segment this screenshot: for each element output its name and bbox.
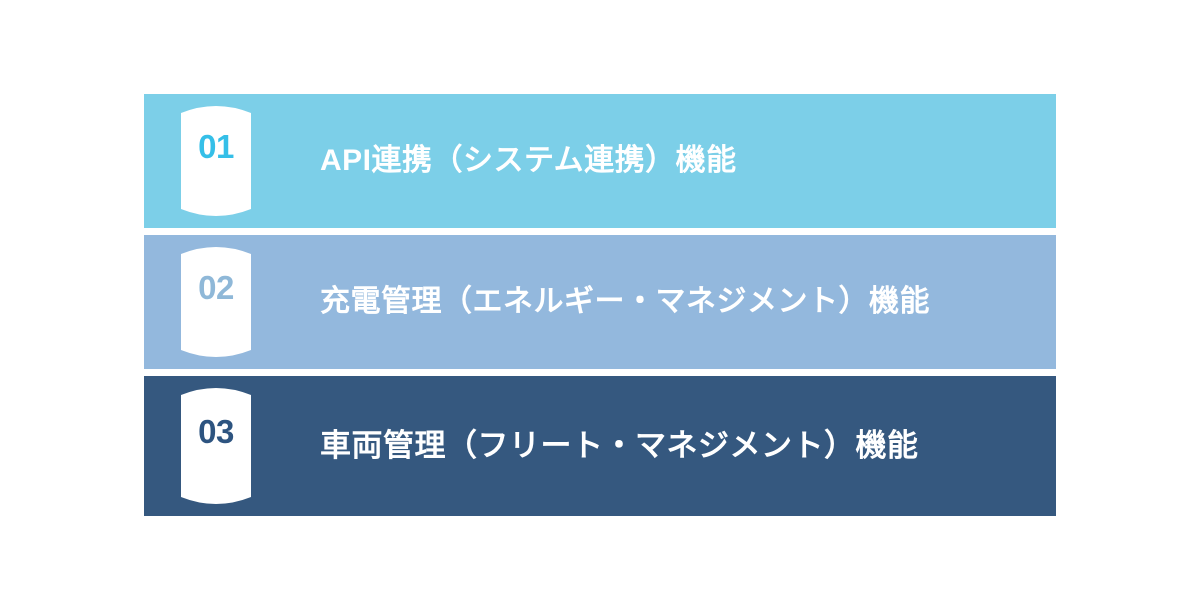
list-item-title: API連携（システム連携）機能 — [320, 144, 737, 177]
ribbon-badge-icon — [181, 247, 251, 357]
ribbon-badge-icon — [181, 388, 251, 504]
list-item-title: 車両管理（フリート・マネジメント）機能 — [320, 428, 919, 464]
number-badge: 03 — [181, 381, 251, 511]
list-item-number: 02 — [198, 268, 234, 306]
feature-list: 01 API連携（システム連携）機能 02 充電管理（エネルギー・マネジメント）… — [144, 94, 1056, 516]
list-item[interactable]: 03 車両管理（フリート・マネジメント）機能 — [144, 376, 1056, 516]
number-badge: 02 — [181, 240, 251, 364]
list-item-number: 03 — [198, 412, 234, 450]
list-item[interactable]: 02 充電管理（エネルギー・マネジメント）機能 — [144, 235, 1056, 369]
ribbon-badge-icon — [181, 106, 251, 216]
list-item[interactable]: 01 API連携（システム連携）機能 — [144, 94, 1056, 228]
list-item-title: 充電管理（エネルギー・マネジメント）機能 — [320, 285, 930, 318]
number-badge: 01 — [181, 99, 251, 223]
list-item-number: 01 — [198, 127, 234, 165]
